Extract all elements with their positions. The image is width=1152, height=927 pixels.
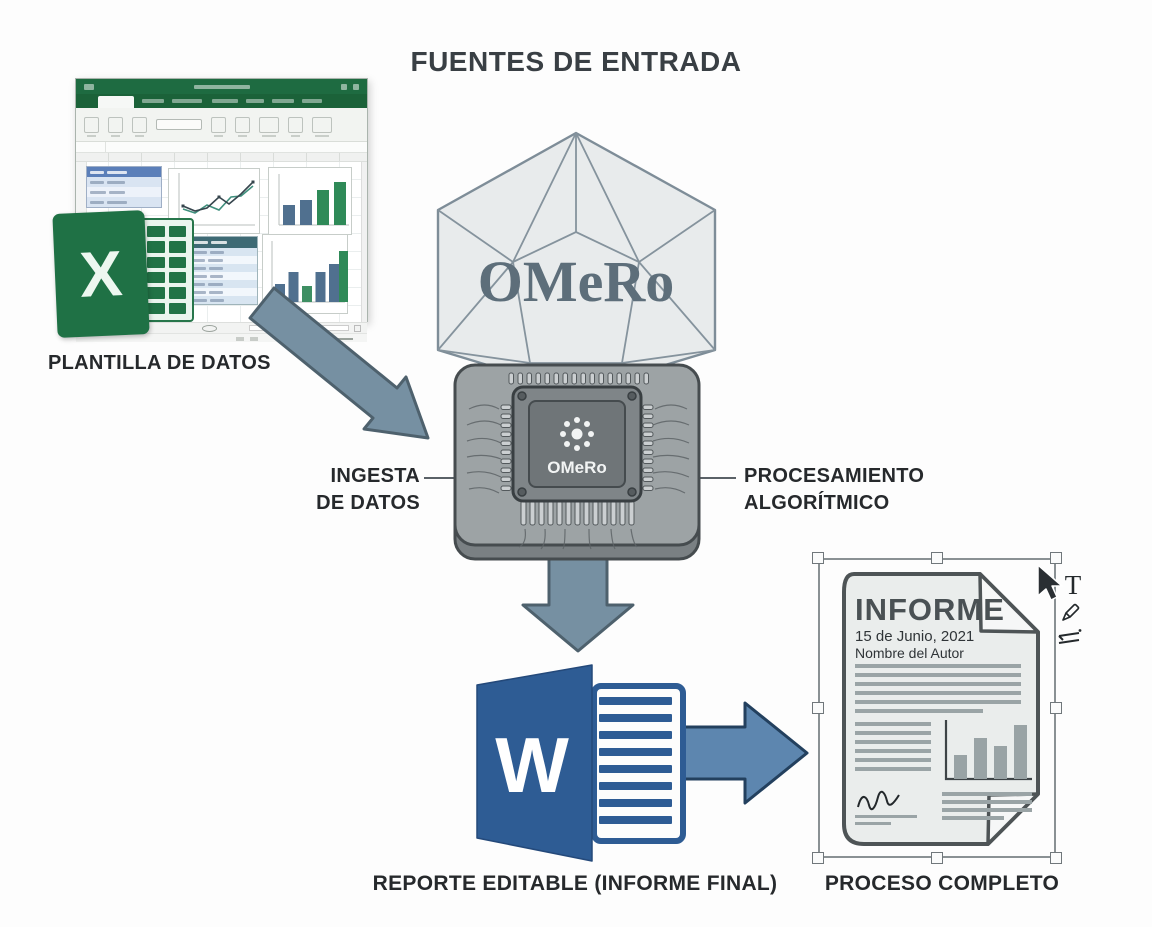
excel-ribbon-tabs [76,94,367,108]
excel-formula-bar[interactable] [76,142,367,153]
report-date: 15 de Junio, 2021 [855,628,974,645]
selection-handle-bottom-center[interactable] [931,852,943,864]
annotate-tool-icon[interactable] [1055,628,1083,648]
excel-vertical-scrollbar[interactable] [361,162,367,322]
text-tool-icon[interactable]: T [1064,570,1082,600]
excel-caption: PLANTILLA DE DATOS [48,352,271,374]
report-text-lines [855,664,1032,825]
page-title: FUENTES DE ENTRADA [410,46,742,77]
selection-handle-top-left[interactable] [812,552,824,564]
excel-bar-chart-top [268,167,352,235]
report-caption: PROCESO COMPLETO [824,872,1060,895]
excel-table-large [188,236,258,305]
excel-table-small [86,166,162,208]
excel-logo: X [52,210,150,338]
processing-label-line1: PROCESAMIENTO [744,465,925,487]
selection-handle-mid-left[interactable] [812,702,824,714]
chip-label: OMeRo [547,458,607,477]
processing-label: PROCESAMIENTO ALGORÍTMICO [744,463,964,517]
excel-ribbon [76,108,367,142]
selection-handle-bottom-right[interactable] [1050,852,1062,864]
word-caption: REPORTE EDITABLE (INFORME FINAL) [372,872,778,895]
word-logo-letter: W [495,721,569,809]
report-title: INFORME [855,592,1005,627]
chip-dots-logo [560,417,594,451]
report-signature [857,790,900,811]
processing-label-line2: ALGORÍTMICO [744,492,890,514]
page-fold-top-right [978,572,1040,634]
arrow-excel-to-chip [248,286,430,440]
selection-handle-top-right[interactable] [1050,552,1062,564]
selection-handle-mid-right[interactable] [1050,702,1062,714]
omero-hexagon-label: OMeRo [478,249,675,314]
omero-hexagon-logo: OMeRo [436,131,717,394]
ingest-connector-line [424,477,456,479]
ingest-label: INGESTA DE DATOS [300,463,420,517]
arrow-chip-to-word [521,553,635,653]
ingest-label-line1: INGESTA [330,465,420,487]
ingest-label-line2: DE DATOS [316,492,420,514]
word-document-icon [591,683,686,844]
report-author: Nombre del Autor [855,645,964,661]
word-logo: W [476,664,593,862]
selection-handle-bottom-left[interactable] [812,852,824,864]
excel-logo-letter: X [78,237,124,311]
processing-connector-line [700,477,736,479]
selection-handle-top-center[interactable] [931,552,943,564]
report-bar-chart [944,720,1032,781]
pencil-tool-icon[interactable] [1058,601,1082,625]
excel-active-tab[interactable] [98,96,134,108]
report-page: INFORME 15 de Junio, 2021 Nombre del Aut… [842,572,1040,846]
omero-chip: OMeRo [453,363,701,561]
excel-title-bar [76,79,367,94]
excel-column-headers [76,153,367,162]
mouse-cursor-icon [1037,564,1063,601]
